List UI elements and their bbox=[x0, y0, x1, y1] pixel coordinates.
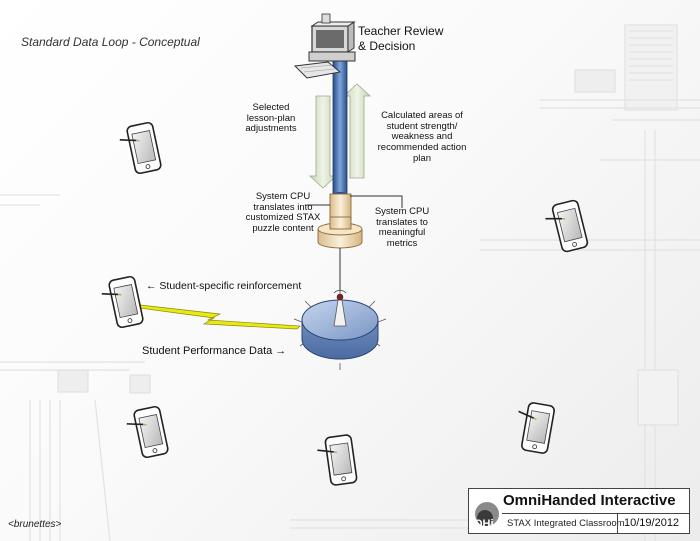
data-pipe bbox=[332, 55, 348, 196]
cpu-base bbox=[317, 193, 363, 292]
title-block-divider bbox=[502, 513, 689, 514]
project-name: STAX Integrated Classroom bbox=[507, 518, 625, 529]
author-credit: <brunettes> bbox=[8, 519, 62, 530]
selected-adjustments-label: Selected lesson-plan adjustments bbox=[245, 102, 297, 135]
circuit-background bbox=[0, 24, 700, 541]
computer-icon bbox=[293, 13, 356, 79]
student-reinforcement-label: ← Student-specific reinforcement bbox=[146, 280, 302, 292]
performance-data-label: Student Performance Data → bbox=[142, 345, 287, 357]
up-arrow-metrics bbox=[342, 83, 372, 179]
cpu-metrics-label: System CPU translates to meaningful metr… bbox=[374, 206, 430, 249]
cpu-content-label: System CPU translates into customized ST… bbox=[245, 191, 321, 234]
title-block: OHi OmniHanded Interactive STAX Integrat… bbox=[468, 488, 690, 534]
company-name: OmniHanded Interactive bbox=[503, 492, 676, 509]
tablet-icon bbox=[98, 275, 145, 331]
svg-text:OHi: OHi bbox=[474, 518, 494, 530]
wireless-hub-icon bbox=[293, 289, 387, 370]
tablet-icon bbox=[123, 405, 170, 461]
calculated-areas-label: Calculated areas of student strength/ we… bbox=[377, 110, 467, 164]
document-date: 10/19/2012 bbox=[624, 517, 680, 529]
tablet-icon bbox=[542, 198, 590, 256]
tablet-icon bbox=[511, 399, 556, 455]
lightning-bolt-icon bbox=[138, 304, 301, 330]
down-arrow-adjustments bbox=[308, 95, 338, 189]
callout-lines bbox=[307, 195, 403, 208]
date-divider bbox=[617, 513, 618, 533]
tablet-icon bbox=[116, 121, 163, 177]
tablet-icon bbox=[315, 433, 359, 488]
teacher-review-label: Teacher Review & Decision bbox=[358, 24, 444, 53]
diagram-title: Standard Data Loop - Conceptual bbox=[21, 35, 200, 49]
ohi-logo: OHi bbox=[474, 502, 499, 530]
